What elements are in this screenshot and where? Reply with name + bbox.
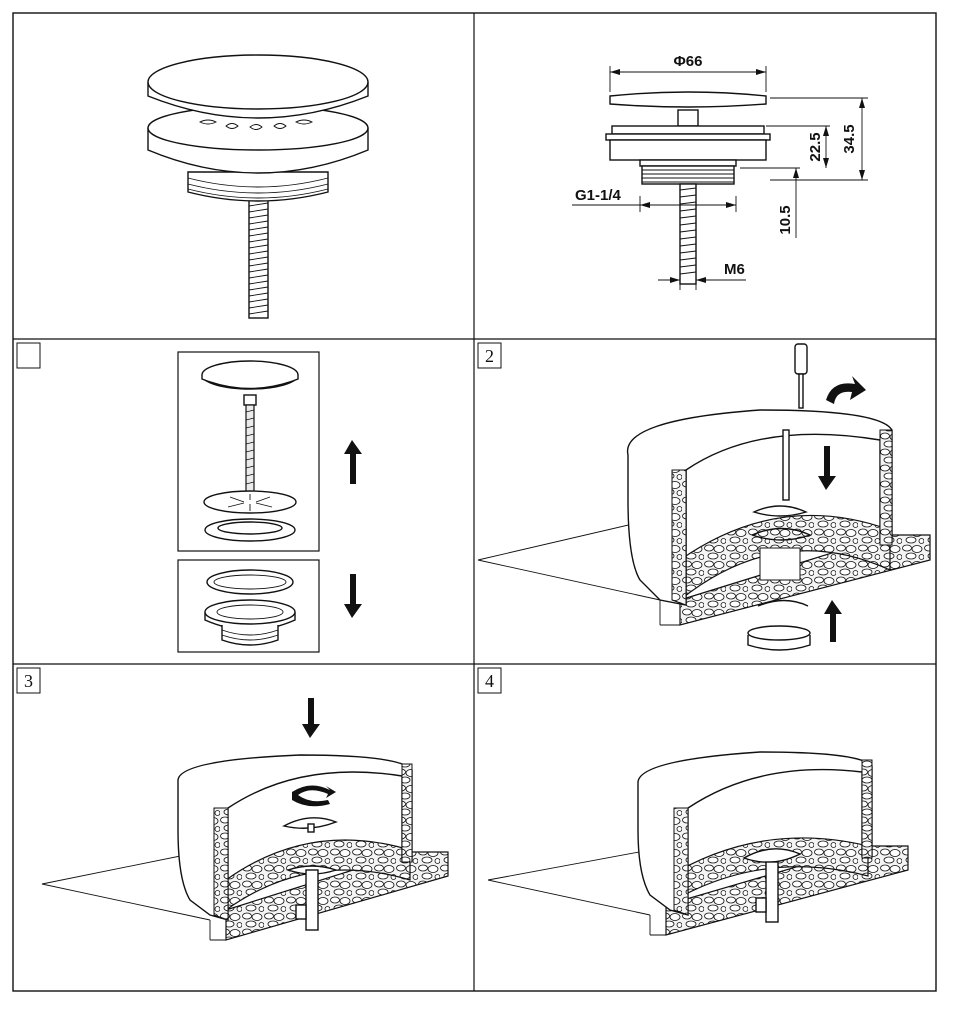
step-2-badge <box>477 342 502 369</box>
arrow-up-icon <box>344 440 362 484</box>
step-4-badge <box>477 667 502 694</box>
diameter-label: Φ66 <box>674 53 703 70</box>
arrow-down-icon <box>818 446 836 490</box>
thread-size-label: G1-1/4 <box>575 187 622 204</box>
step-2-view: 2 <box>477 342 931 651</box>
step-3-number: 3 <box>24 671 33 691</box>
step-3-view: 3 <box>16 667 449 941</box>
arrow-down-icon <box>344 574 362 618</box>
step-2-number: 2 <box>485 346 494 366</box>
body-height-label: 22.5 <box>807 132 824 161</box>
exploded-parts-view <box>16 342 362 653</box>
rotate-arrow-icon <box>826 376 866 404</box>
step-3-badge <box>16 667 41 694</box>
dimension-drawing: Φ66 34.5 22.5 10.5 G1-1/4 M6 <box>572 53 868 290</box>
rod-thread-label: M6 <box>724 261 745 278</box>
thread-length-label: 10.5 <box>777 205 794 234</box>
product-view <box>147 54 369 319</box>
arrow-down-icon <box>302 698 320 738</box>
step-1-badge <box>16 342 41 369</box>
panel-grid <box>12 12 937 992</box>
step-4-number: 4 <box>485 671 494 691</box>
rotate-arrow-icon <box>292 785 336 807</box>
arrow-up-icon <box>824 600 842 642</box>
total-height-label: 34.5 <box>841 124 858 153</box>
step-4-view: 4 <box>477 667 909 936</box>
